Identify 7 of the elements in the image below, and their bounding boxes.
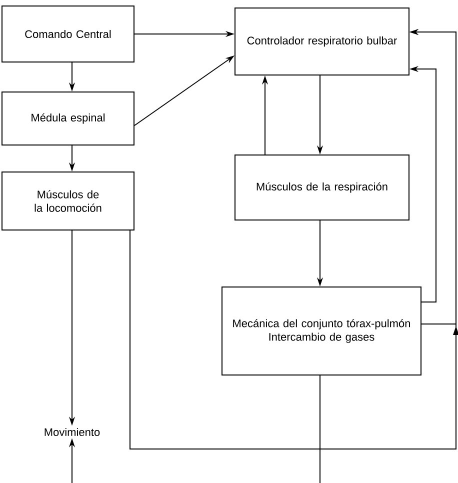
process-box: Médula espinal <box>2 92 134 146</box>
process-box: Mecánica del conjunto tórax-pulmón Intercambio de gases <box>222 286 422 376</box>
process-box: Músculos de la respiración <box>234 154 410 220</box>
process-box: Músculos de la locomoción <box>2 172 134 230</box>
output-label: Movimiento <box>44 428 100 436</box>
process-box: Comando Central <box>2 6 134 62</box>
process-box: Controlador respiratorio bulbar <box>234 8 410 76</box>
